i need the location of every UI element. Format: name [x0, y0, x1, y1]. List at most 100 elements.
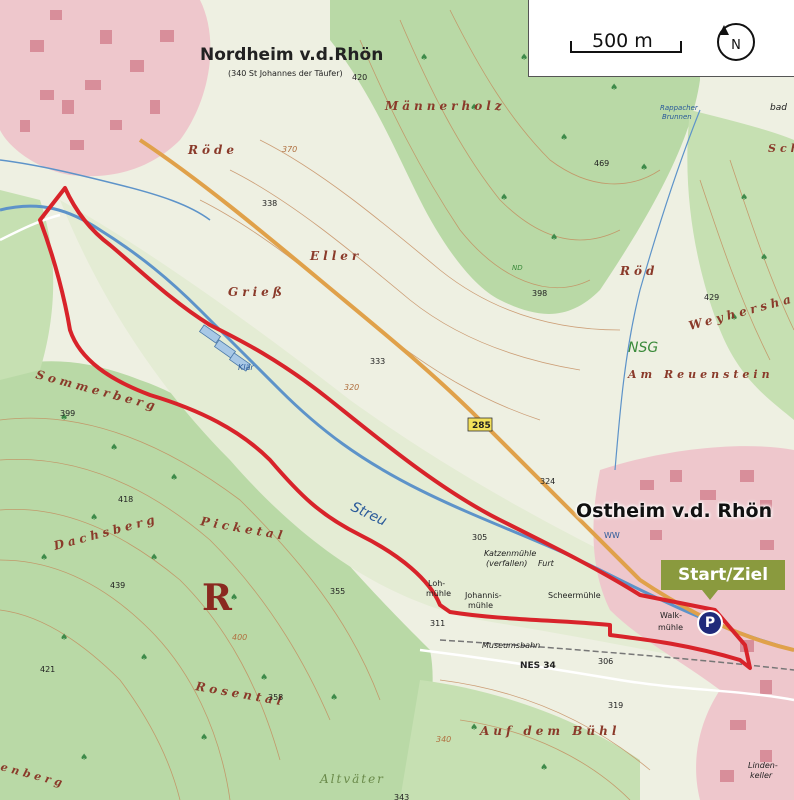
elevation-311: 311: [430, 619, 445, 628]
label-bad: bad: [770, 103, 787, 113]
svg-text:♠: ♠: [470, 103, 478, 113]
hiking-route: [38, 186, 752, 670]
label-roede: Röde: [187, 143, 238, 157]
elevation-324: 324: [540, 477, 555, 486]
svg-text:♠: ♠: [760, 253, 768, 263]
label-nsg: NSG: [628, 340, 658, 356]
svg-text:♠: ♠: [550, 233, 558, 243]
label-walkmuehle-a: Walk-: [660, 611, 682, 620]
elevation-319: 319: [608, 701, 623, 710]
label-verfallen: (verfallen): [486, 559, 527, 568]
elevation-343: 343: [394, 793, 409, 800]
label-lindenkeller-a: Linden-: [748, 761, 778, 770]
contour-lines: [0, 9, 794, 800]
town-label-ostheim: Ostheim v.d. Rhön: [576, 500, 773, 522]
klaer-basins: [198, 324, 252, 372]
forest-area-sommerberg: [0, 361, 433, 800]
label-altvaeter: Altväter: [319, 772, 385, 786]
label-furt: Furt: [538, 559, 555, 568]
town-buildings-nordheim: [20, 10, 174, 150]
svg-text:♠: ♠: [80, 753, 88, 763]
minor-roads: [0, 213, 794, 702]
svg-text:♠: ♠: [330, 693, 338, 703]
label-auf-dem-buehl: Auf dem Bühl: [479, 724, 620, 738]
label-sch: Sch: [768, 142, 794, 155]
forest-area-northeast: [687, 110, 794, 420]
label-nes34: NES 34: [520, 661, 556, 671]
svg-text:♠: ♠: [500, 193, 508, 203]
parking-icon[interactable]: P: [697, 610, 723, 636]
svg-text:♠: ♠: [60, 633, 68, 643]
elevation-355: 355: [330, 587, 345, 596]
label-am-reuenstein: Am Reuenstein: [627, 368, 774, 381]
label-r: R: [202, 577, 233, 619]
svg-text:♠: ♠: [540, 763, 548, 773]
label-nd: ND: [512, 264, 523, 272]
elevation-418: 418: [118, 495, 133, 504]
town-area-ostheim: [593, 446, 794, 800]
label-lindenkeller-b: keller: [750, 771, 773, 780]
contour-label-340: 340: [436, 735, 451, 744]
elevation-398: 398: [532, 289, 547, 298]
contour-height-labels: 370 320 400 340: [232, 145, 451, 744]
svg-text:♠: ♠: [260, 673, 268, 683]
svg-text:♠: ♠: [140, 653, 148, 663]
svg-text:♠: ♠: [470, 723, 478, 733]
label-katzenmuehle: Katzenmühle: [484, 549, 536, 558]
svg-text:♠: ♠: [740, 193, 748, 203]
label-rappacher-b: Brunnen: [662, 113, 692, 121]
elevation-358: 358: [268, 693, 283, 702]
label-lohmuehle-b: mühle: [426, 589, 451, 598]
elevation-420: 420: [352, 73, 367, 82]
start-finish-label[interactable]: Start/Ziel: [661, 560, 785, 590]
north-label: N: [731, 38, 741, 53]
stream-east: [614, 109, 701, 471]
label-ww: WW: [604, 531, 620, 540]
town-buildings-ostheim: [640, 470, 774, 782]
elevation-439: 439: [110, 581, 125, 590]
road-number-badge: [467, 417, 493, 432]
label-maennerholz: Männerholz: [384, 99, 506, 113]
elevation-338: 338: [262, 199, 277, 208]
forest-area-south: [400, 680, 640, 800]
svg-text:♠: ♠: [640, 163, 648, 173]
svg-text:♠: ♠: [520, 53, 528, 63]
svg-text:♠: ♠: [60, 413, 68, 423]
svg-text:♠: ♠: [110, 443, 118, 453]
svg-text:♠: ♠: [560, 133, 568, 143]
contour-label-320: 320: [344, 383, 359, 392]
contour-label-370: 370: [282, 145, 297, 154]
label-road-285: 285: [472, 421, 491, 431]
elevation-421: 421: [40, 665, 55, 674]
scale-label: 500 m: [592, 30, 653, 52]
elevation-333: 333: [370, 357, 385, 366]
label-johannismuehle-b: mühle: [468, 601, 493, 610]
label-rappacher-a: Rappacher: [660, 104, 699, 112]
svg-text:♠: ♠: [170, 473, 178, 483]
label-walkmuehle-b: mühle: [658, 623, 683, 632]
svg-text:♠: ♠: [610, 83, 618, 93]
svg-text:♠: ♠: [230, 593, 238, 603]
svg-text:♠: ♠: [150, 553, 158, 563]
north-arrow-icon: N: [717, 23, 755, 61]
svg-text:♠: ♠: [40, 553, 48, 563]
town-label-nordheim: Nordheim v.d.Rhön: [200, 45, 383, 65]
scale-bar: [570, 41, 682, 53]
svg-text:♠: ♠: [420, 53, 428, 63]
svg-text:♠: ♠: [730, 313, 738, 323]
river-tributary: [0, 159, 211, 221]
svg-text:♠: ♠: [90, 513, 98, 523]
start-finish-pointer: [702, 590, 718, 600]
tree-symbols: ♠ ♠ ♠ ♠ ♠ ♠ ♠ ♠ ♠ ♠ ♠ ♠ ♠ ♠ ♠ ♠ ♠ ♠ ♠ ♠ ♠ ♠ ♠ ♠ ♠ ♠: [40, 53, 768, 773]
svg-text:♠: ♠: [200, 733, 208, 743]
elevation-429: 429: [704, 293, 719, 302]
label-eller: Eller: [309, 249, 362, 263]
town-area-nordheim: [0, 0, 211, 177]
forest-area-southwest: [0, 190, 54, 380]
town-sub-label-nordheim: (340 St Johannes der Täufer): [228, 69, 343, 78]
label-roed: Röd: [619, 264, 658, 278]
label-lohmuehle-a: Loh-: [428, 579, 445, 588]
elevation-labels: 420 469 338 398 429 333 399 418 439 421 …: [40, 73, 719, 800]
